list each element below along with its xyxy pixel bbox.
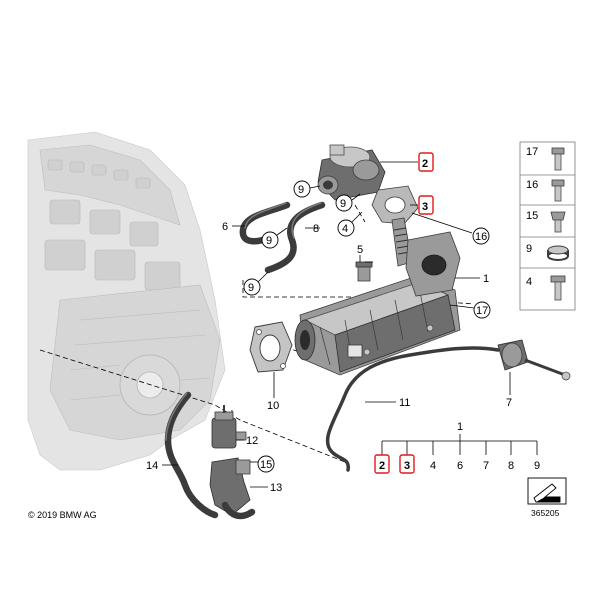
gasket — [371, 185, 419, 225]
callout-9d: 9 — [340, 198, 346, 210]
legend-root: 1 — [457, 421, 463, 433]
leader-lines — [162, 161, 511, 488]
callout-13: 13 — [270, 482, 282, 494]
legend-item-6: 6 — [457, 460, 463, 472]
legend-item-2: 2 — [379, 460, 385, 472]
callout-2-highlight — [418, 152, 434, 172]
hose-6 — [239, 201, 291, 245]
callout-8: 8 — [313, 223, 319, 235]
legend-item-3: 3 — [404, 460, 410, 472]
callout-6: 6 — [222, 221, 228, 233]
callout-4: 4 — [342, 223, 348, 235]
actuator-7 — [497, 339, 571, 381]
callout-10: 10 — [267, 400, 279, 412]
panel-item-17: 17 — [526, 146, 538, 158]
engine-block — [27, 131, 226, 471]
callout-9b: 9 — [266, 235, 272, 247]
callout-2: 2 — [422, 158, 428, 170]
legend-item-9: 9 — [534, 460, 540, 472]
callout-15: 15 — [260, 459, 272, 471]
callout-1: 1 — [483, 273, 489, 285]
callout-9a: 9 — [298, 184, 304, 196]
callout-3: 3 — [422, 201, 428, 213]
bolt-15-icon — [550, 211, 566, 233]
callout-16: 16 — [475, 231, 487, 243]
egr-cooler — [294, 231, 461, 376]
panel-item-4: 4 — [526, 276, 532, 288]
hose-8 — [264, 201, 326, 274]
vacuum-line-11 — [325, 346, 500, 472]
panel-item-9: 9 — [526, 243, 532, 255]
line-14 — [164, 391, 219, 519]
callout-5: 5 — [357, 244, 363, 256]
clamp-9-icon — [547, 245, 569, 261]
callout-7: 7 — [506, 397, 512, 409]
copyright: © 2019 BMW AG — [28, 510, 97, 520]
callout-11: 11 — [399, 397, 410, 409]
legend-item-4: 4 — [430, 460, 436, 472]
legend-item-7: 7 — [483, 460, 489, 472]
bolt-4-icon — [550, 275, 566, 301]
panel-item-15: 15 — [526, 210, 538, 222]
valve-12 — [211, 405, 247, 449]
callout-12: 12 — [246, 435, 258, 447]
legend-tree: 1 2 3 4 6 7 8 9 — [374, 421, 540, 474]
bolt-16-icon — [551, 179, 565, 202]
callout-14: 14 — [146, 460, 158, 472]
arrow-direction-icon — [527, 477, 567, 505]
callouts: 2 3 16 1 17 5 6 8 9 9 9 9 4 10 11 7 12 1… — [146, 152, 512, 494]
bolt-17-icon — [551, 147, 565, 171]
diagram-number: 365205 — [531, 508, 560, 518]
bolt-5 — [355, 261, 373, 282]
fastener-panel: 17 16 15 9 4 — [519, 141, 576, 311]
panel-item-16: 16 — [526, 179, 538, 191]
hose-assembly-13 — [209, 457, 256, 520]
callout-17: 17 — [476, 305, 488, 317]
gasket-10 — [249, 321, 293, 373]
callout-9c: 9 — [248, 282, 254, 294]
callout-3-highlight — [418, 195, 434, 215]
egr-valve — [317, 144, 386, 201]
legend-item-8: 8 — [508, 460, 514, 472]
